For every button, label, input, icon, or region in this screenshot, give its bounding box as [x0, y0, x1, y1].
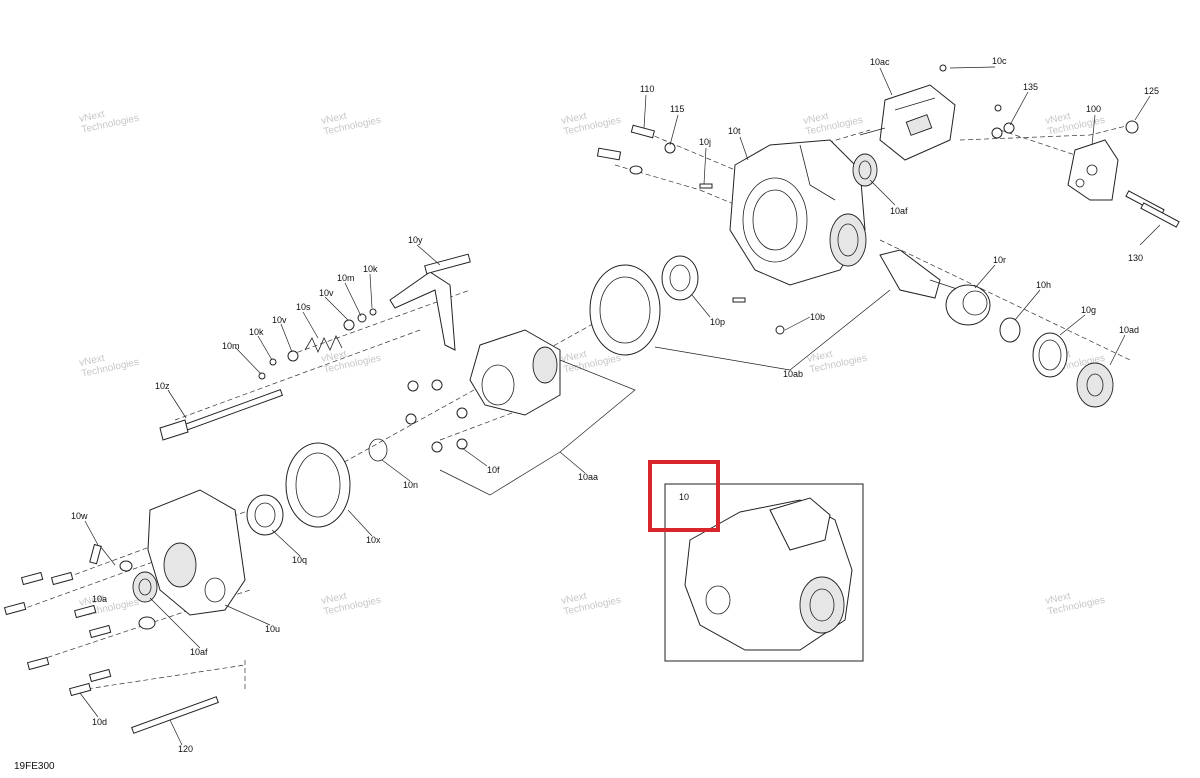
nut-10h: [999, 317, 1021, 343]
bearing-10q: [246, 494, 284, 536]
bolts-center: [405, 379, 468, 453]
callout-100: 100: [1086, 104, 1101, 114]
callout-10g: 10g: [1081, 305, 1096, 315]
callout-110: 110: [640, 84, 654, 94]
callout-10q: 10q: [292, 555, 307, 565]
watermark: vNext Technologies: [320, 111, 382, 138]
svg-text:vNext: vNext: [560, 349, 588, 365]
svg-text:vNext: vNext: [78, 109, 106, 125]
callout-10: 10: [679, 492, 689, 502]
svg-text:vNext: vNext: [320, 111, 348, 127]
callout-10v: 10v: [272, 315, 287, 325]
callout-10k-top: 10k: [363, 264, 378, 274]
watermark: vNext Technologies: [320, 591, 382, 618]
svg-text:vNext: vNext: [320, 591, 348, 607]
drum-10x: [285, 442, 351, 528]
callout-10y: 10y: [408, 235, 423, 245]
shift-actuator: [859, 84, 956, 161]
long-bolt-120: [131, 696, 219, 734]
callout-135: 135: [1023, 82, 1038, 92]
cover-10u: [147, 489, 246, 616]
callout-10n: 10n: [403, 480, 418, 490]
callout-10af-bottom: 10af: [190, 647, 208, 657]
callout-labels: 110 115 10j 10t 10ac 10c 135 100 125 10a…: [71, 56, 1159, 754]
callout-10c: 10c: [992, 56, 1007, 66]
callout-10j: 10j: [699, 137, 711, 147]
svg-text:vNext: vNext: [806, 349, 834, 365]
bolts-right: [991, 120, 1180, 228]
callout-10z: 10z: [155, 381, 170, 391]
seal-10ad: [1076, 362, 1114, 408]
callout-10d: 10d: [92, 717, 107, 727]
diagram-code: 19FE300: [14, 761, 55, 772]
bracket: [1067, 139, 1119, 201]
callout-10r: 10r: [993, 255, 1006, 265]
svg-text:vNext: vNext: [320, 349, 348, 365]
watermark: vNext Technologies: [560, 591, 622, 618]
callout-10m-top: 10m: [337, 273, 355, 283]
callout-10a: 10a: [92, 594, 107, 604]
callout-120: 120: [178, 744, 193, 754]
o-ring-10n: [368, 438, 388, 462]
callout-10ad: 10ad: [1119, 325, 1139, 335]
leader-lines: [79, 66, 1161, 746]
svg-text:vNext: vNext: [78, 353, 106, 369]
oil-seal-top: [852, 153, 878, 187]
callout-10w: 10w: [71, 511, 88, 521]
bearing-10r: [945, 284, 991, 326]
watermarks: vNext Technologies vNext Technologies vN…: [78, 109, 1106, 620]
main-housing: [729, 139, 867, 286]
callout-10h: 10h: [1036, 280, 1051, 290]
highlight-box: [648, 460, 720, 532]
ring-10g: [1032, 332, 1068, 378]
callout-10k: 10k: [249, 327, 264, 337]
watermark: vNext Technologies: [1044, 591, 1106, 618]
callout-130: 130: [1128, 253, 1143, 263]
shift-shaft-10z: [159, 389, 284, 441]
svg-text:vNext: vNext: [1044, 111, 1072, 127]
callout-125: 125: [1144, 86, 1159, 96]
top-small-parts: [596, 64, 1002, 335]
callout-10v-top: 10v: [319, 288, 334, 298]
bearing-10p: [661, 255, 699, 301]
callout-10af-top: 10af: [890, 206, 908, 216]
callout-10aa: 10aa: [578, 472, 598, 482]
ring-gear: [589, 264, 661, 356]
svg-text:vNext: vNext: [560, 111, 588, 127]
inset-complete-assembly: [648, 460, 864, 662]
callout-10t: 10t: [728, 126, 741, 136]
callout-10s: 10s: [296, 302, 311, 312]
shift-fork: [389, 253, 471, 351]
svg-text:vNext: vNext: [802, 111, 830, 127]
pinion-shaft: [879, 249, 961, 299]
callout-10u: 10u: [265, 624, 280, 634]
svg-text:vNext: vNext: [560, 591, 588, 607]
svg-text:vNext: vNext: [78, 593, 106, 609]
callout-10m: 10m: [222, 341, 240, 351]
callout-10x: 10x: [366, 535, 381, 545]
differential-case: [469, 329, 561, 416]
watermark: vNext Technologies: [802, 111, 864, 138]
callout-10b: 10b: [810, 312, 825, 322]
watermark: vNext Technologies: [560, 111, 622, 138]
callout-10p: 10p: [710, 317, 725, 327]
spring-and-clips: [258, 308, 377, 380]
callout-10f: 10f: [487, 465, 500, 475]
callout-115: 115: [670, 104, 684, 114]
bolts-left: [3, 543, 156, 697]
watermark: vNext Technologies: [78, 353, 140, 380]
callout-10ac: 10ac: [870, 57, 890, 67]
watermark: vNext Technologies: [806, 349, 868, 376]
svg-text:vNext: vNext: [1044, 591, 1072, 607]
seal-10af-bottom: [132, 571, 158, 603]
watermark: vNext Technologies: [78, 109, 140, 136]
callout-10ab: 10ab: [783, 369, 803, 379]
